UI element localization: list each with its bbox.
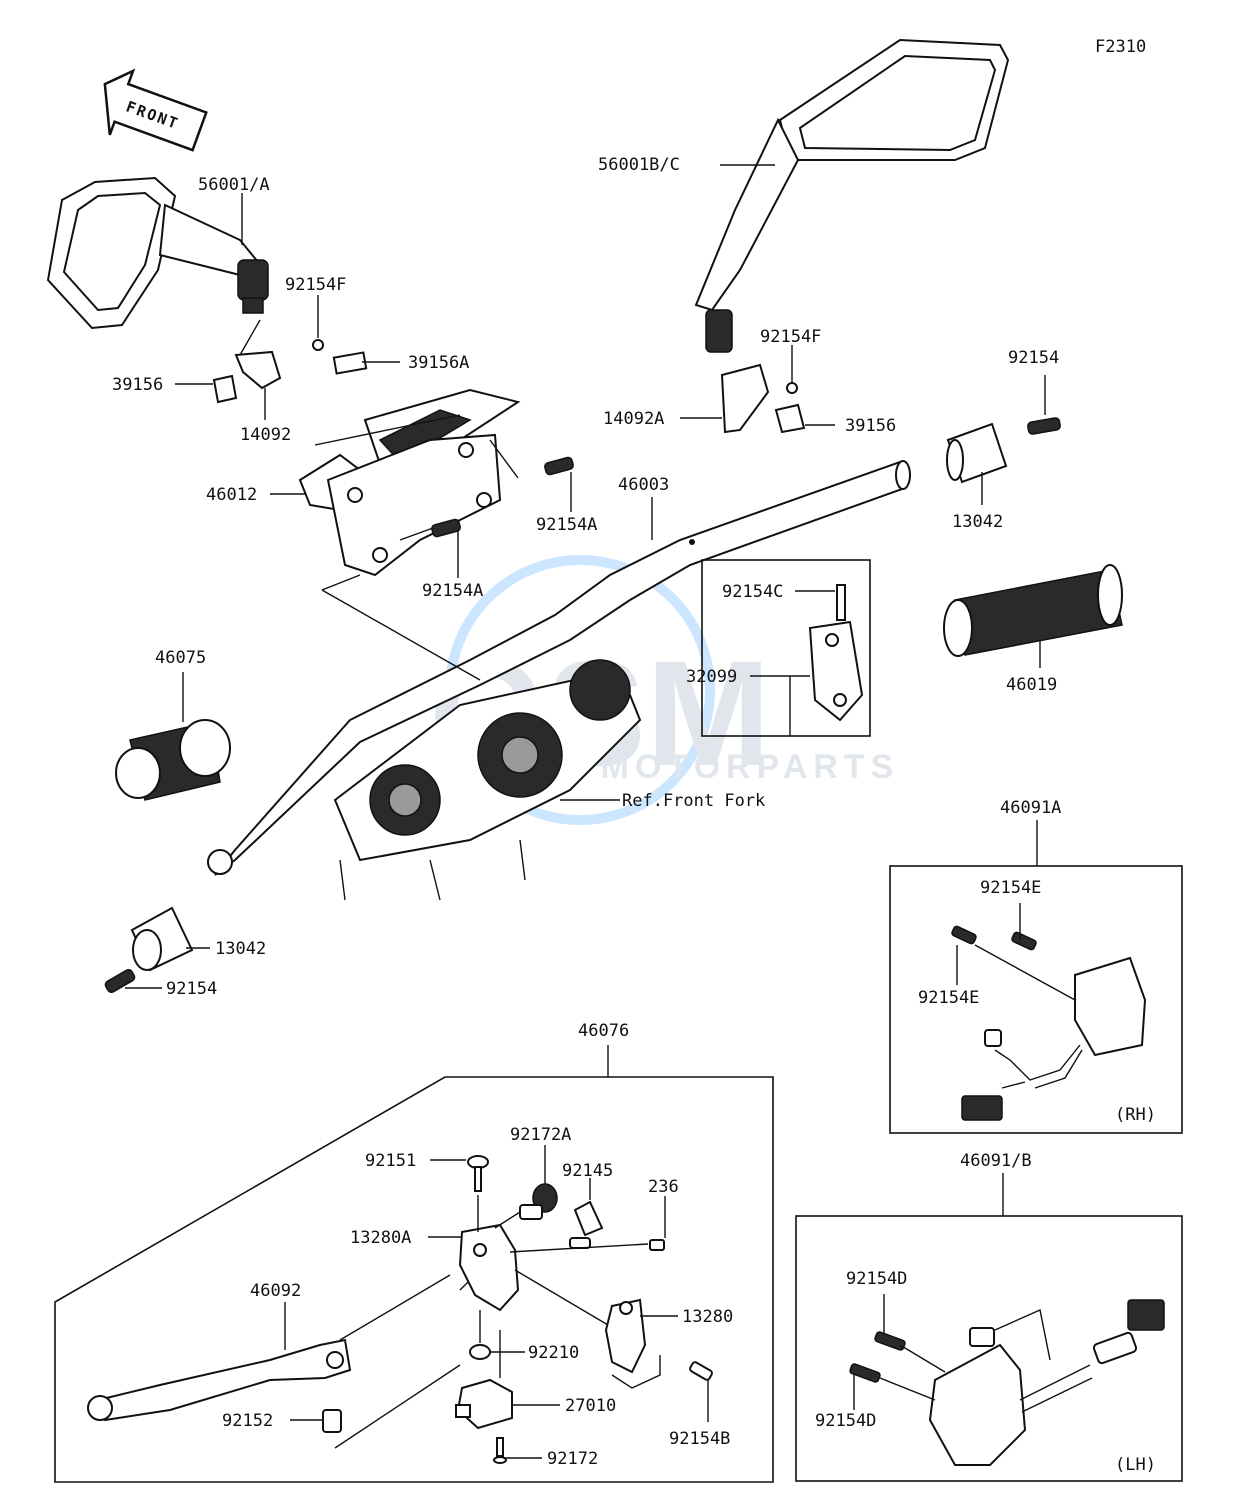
label-mirror-left: 56001/A xyxy=(198,175,270,195)
label-cover-left: 39156 xyxy=(112,375,163,395)
label-weight-right: 13042 xyxy=(952,512,1003,532)
label-switch-lh-assy: 46091/B xyxy=(960,1151,1032,1171)
mirror-left xyxy=(46,176,269,330)
label-switch-rh-assy: 46091A xyxy=(1000,798,1061,818)
label-holder-13280a: 13280A xyxy=(350,1228,411,1248)
label-bolt-left-end: 92154 xyxy=(166,979,217,999)
switch-rh xyxy=(961,956,1147,1121)
label-nut-92210: 92210 xyxy=(528,1343,579,1363)
label-lever-46092: 46092 xyxy=(250,1281,301,1301)
label-screw-f-left: 92154F xyxy=(285,275,346,295)
label-grip-right: 46019 xyxy=(1006,675,1057,695)
label-bolt-right-end: 92154 xyxy=(1008,348,1059,368)
label-clutch-assy: 46076 xyxy=(578,1021,629,1041)
label-weight-left: 13042 xyxy=(215,939,266,959)
label-screw-e-1: 92154E xyxy=(980,878,1041,898)
grip-right xyxy=(943,564,1123,657)
label-bolt-92154b: 92154B xyxy=(669,1429,730,1449)
label-grip-left: 46075 xyxy=(155,648,206,668)
label-bracket-left: 14092 xyxy=(240,425,291,445)
front-arrow-icon: FRONT xyxy=(103,68,208,152)
label-holder-32099: 32099 xyxy=(686,667,737,687)
box-32099 xyxy=(701,559,871,737)
box-clutch xyxy=(54,1076,774,1483)
label-screw-e-2: 92154E xyxy=(918,988,979,1008)
adjuster-92172a xyxy=(519,1183,558,1220)
lever-46092 xyxy=(87,1338,352,1422)
label-screw-d-1: 92154D xyxy=(846,1269,907,1289)
weight-right xyxy=(946,422,1008,484)
diagram-code: F2310 xyxy=(1095,37,1146,57)
label-mirror-right: 56001B/C xyxy=(598,155,680,175)
label-spring-92145: 92145 xyxy=(562,1161,613,1181)
label-screw-92172: 92172 xyxy=(547,1449,598,1469)
watermark-text: MOTORPARTS xyxy=(601,748,900,786)
label-bolt-a1: 92154A xyxy=(536,515,597,535)
label-adjuster-92172a: 92172A xyxy=(510,1125,571,1145)
lh-tag: (LH) xyxy=(1115,1455,1156,1475)
label-cover-right: 39156 xyxy=(845,416,896,436)
steering-top-bridge xyxy=(333,659,642,901)
holder-46012 xyxy=(298,351,521,577)
box-switch-lh xyxy=(795,1215,1183,1482)
label-bolt-a2: 92154A xyxy=(422,581,483,601)
mirror-right xyxy=(694,38,1010,353)
holder-32099 xyxy=(808,584,864,722)
label-switch-27010: 27010 xyxy=(565,1396,616,1416)
weight-left xyxy=(130,906,194,972)
label-ref-front-fork: Ref.Front Fork xyxy=(622,791,765,811)
label-clamp-13280: 13280 xyxy=(682,1307,733,1327)
switch-27010 xyxy=(455,1378,513,1430)
label-bracket-right: 14092A xyxy=(603,409,664,429)
grip-left xyxy=(115,719,231,801)
label-collar-92152: 92152 xyxy=(222,1411,273,1431)
holder-13280a xyxy=(458,1223,520,1312)
label-screw-236: 236 xyxy=(648,1177,679,1197)
label-handlebar: 46003 xyxy=(618,475,669,495)
label-screw-f-right: 92154F xyxy=(760,327,821,347)
clamp-13280 xyxy=(604,1298,647,1374)
switch-lh xyxy=(928,1299,1165,1466)
rh-tag: (RH) xyxy=(1115,1105,1156,1125)
label-screw-d-2: 92154D xyxy=(815,1411,876,1431)
box-switch-rh xyxy=(889,865,1183,1134)
label-cover-a: 39156A xyxy=(408,353,469,373)
handlebar-46003 xyxy=(207,460,911,876)
label-holder-46012: 46012 xyxy=(206,485,257,505)
label-bolt-92151: 92151 xyxy=(365,1151,416,1171)
label-bolt-c: 92154C xyxy=(722,582,783,602)
